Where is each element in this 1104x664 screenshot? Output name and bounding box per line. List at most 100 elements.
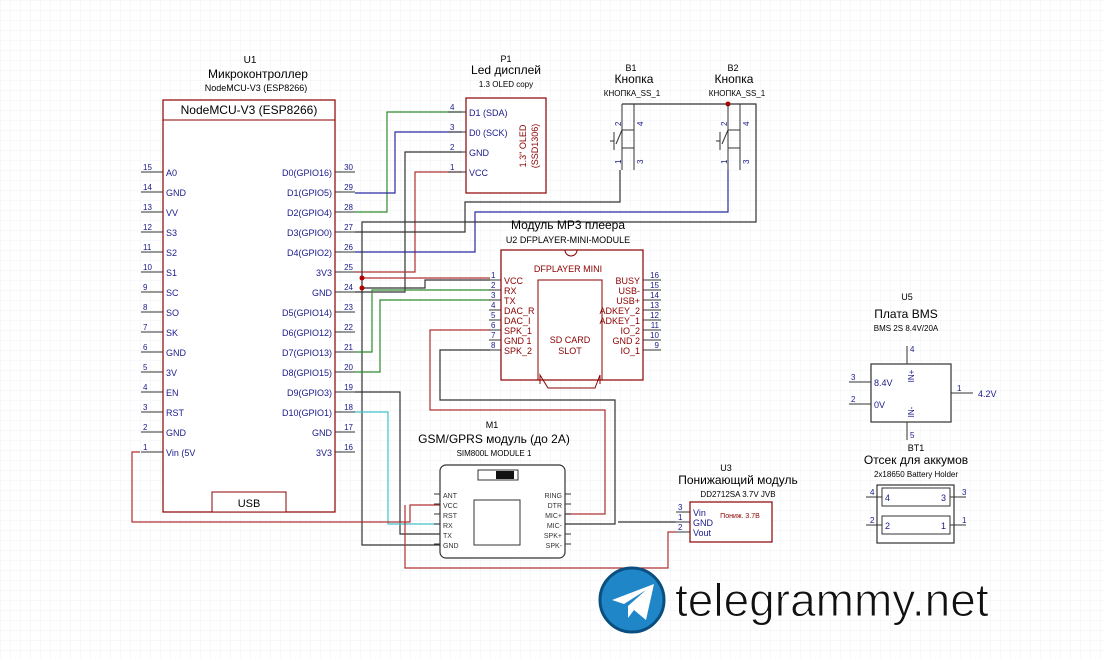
b2-ref: B2 (727, 63, 738, 73)
u2-title: Модуль МР3 плеера (511, 218, 625, 232)
pin-0v[interactable]: 20V (849, 395, 885, 410)
bt1-battery-holder[interactable]: BT1 Отсек для аккумов 2x18650 Battery Ho… (864, 443, 968, 544)
pin-en[interactable]: 4EN (141, 383, 179, 398)
pin-tx[interactable]: TX (434, 533, 452, 540)
pin-rst[interactable]: RST (434, 513, 458, 520)
pin-8-4v[interactable]: 38.4V (849, 373, 893, 388)
u3-step-down-module[interactable]: U3 Понижающий модуль DD2712SA 3.7V JVB П… (676, 463, 798, 543)
pin-rx[interactable]: RX (434, 523, 453, 530)
pin-number: 5 (143, 363, 148, 372)
pin-name: DAC_R (504, 306, 535, 316)
u2-slot-2: SLOT (558, 346, 582, 356)
pin-io-1[interactable]: 9IO_1 (620, 341, 661, 356)
pin-vcc[interactable]: VCC (434, 503, 458, 510)
pin-dtr[interactable]: DTR (548, 503, 571, 510)
pin-number: 11 (143, 243, 152, 252)
pin-name: D10(GPIO1) (282, 408, 332, 418)
pin-spk-[interactable]: SPK+ (544, 533, 571, 540)
pin-number: 15 (143, 163, 152, 172)
pin-name: S1 (166, 268, 177, 278)
p1-inner-label-1: 1.3" OLED (518, 124, 528, 167)
u2-mp3-module[interactable]: Модуль МР3 плеера U2 DFPLAYER-MINI-MODUL… (489, 218, 661, 389)
u1-usb-label: USB (238, 498, 261, 510)
u5-bms-board[interactable]: U5 Плата BMS BMS 2S 8.4V/20A 4 5 IN+ IN-… (849, 292, 997, 440)
pin-spk-[interactable]: SPK- (546, 543, 571, 550)
pin-name: D7(GPIO13) (282, 348, 332, 358)
pin-name: GND (166, 428, 187, 438)
pin-gnd[interactable]: GND (434, 543, 459, 550)
pin-d0-sck-[interactable]: 3D0 (SCK) (448, 123, 508, 138)
pin-name: SPK_2 (504, 346, 532, 356)
pin-so[interactable]: 8SO (141, 303, 179, 318)
pin-number: 14 (143, 183, 152, 192)
pin-name: GND (166, 348, 187, 358)
pin-number: 1 (450, 163, 455, 172)
p1-oled-display[interactable]: P1 Led дисплей 1.3 OLED copy 1.3" OLED (… (448, 54, 547, 194)
pin-3v[interactable]: 53V (141, 363, 177, 378)
b1-ref: B1 (625, 63, 636, 73)
pin-name: 3 (941, 493, 946, 503)
u1-microcontroller[interactable]: U1 Микроконтроллер NodeMCU-V3 (ESP8266) … (141, 55, 355, 513)
pin-d1-sda-[interactable]: 4D1 (SDA) (448, 103, 508, 118)
pin-number: 18 (344, 403, 353, 412)
pin-sk[interactable]: 7SK (141, 323, 178, 338)
m1-gsm-module[interactable]: M1 GSM/GPRS модуль (до 2А) SIM800L MODUL… (418, 420, 572, 559)
u5-right-label: 4.2V (978, 389, 997, 399)
pin-ring[interactable]: RING (545, 493, 572, 500)
pin-ant[interactable]: ANT (434, 493, 458, 500)
pin-name: GND (443, 543, 459, 550)
pin-rx[interactable]: 2RX (489, 281, 517, 296)
pin-tx[interactable]: 3TX (489, 291, 516, 306)
pin-name: D0 (SCK) (469, 128, 508, 138)
u3-part: DD2712SA 3.7V JVB (700, 490, 775, 499)
pin-sc[interactable]: 9SC (141, 283, 179, 298)
pin-mic-[interactable]: MIC+ (545, 513, 571, 520)
pin-mic-[interactable]: MIC- (547, 523, 571, 530)
